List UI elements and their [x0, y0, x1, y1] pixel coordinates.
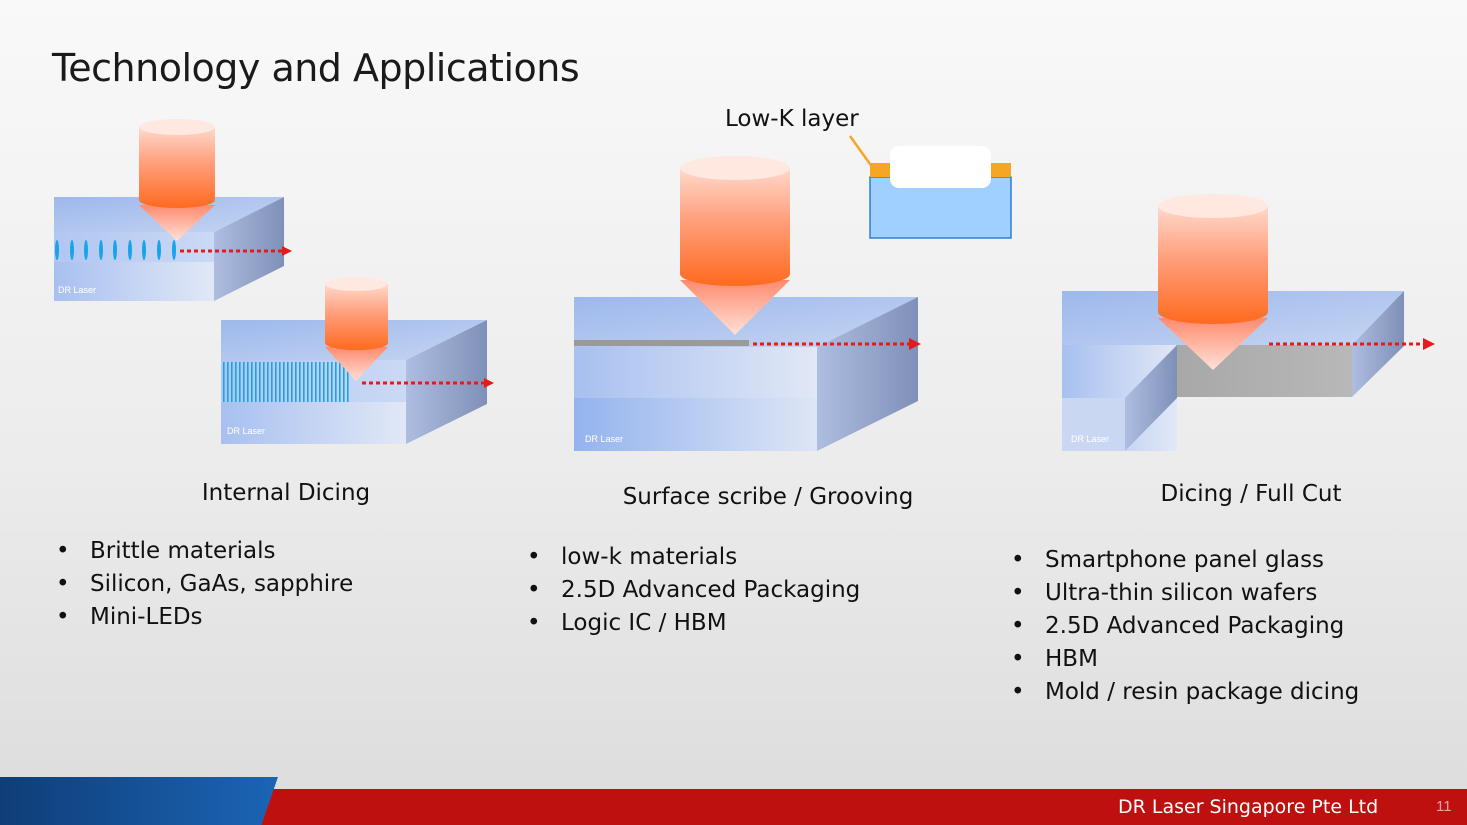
- laser-cylinder: [680, 168, 790, 286]
- lowk-layer-right: [991, 163, 1011, 177]
- laser-cylinder-top: [680, 156, 790, 180]
- laser-head-1: [139, 119, 215, 241]
- caption-surface-scribe: Surface scribe / Grooving: [622, 484, 914, 510]
- block-front-lower: [1062, 398, 1125, 451]
- surface-scribe-block: DR Laser: [574, 297, 921, 451]
- watermark: DR Laser: [585, 434, 623, 444]
- laser-cylinder-top: [139, 119, 215, 135]
- slide-title: Technology and Applications: [52, 46, 580, 90]
- watermark: DR Laser: [1071, 434, 1109, 444]
- laser-head-4: [1158, 194, 1268, 370]
- laser-cone: [1158, 318, 1268, 370]
- caption-full-cut: Dicing / Full Cut: [1160, 481, 1342, 507]
- list-item: Silicon, GaAs, sapphire: [54, 568, 353, 601]
- list-item: low-k materials: [525, 541, 860, 574]
- list-item: Ultra-thin silicon wafers: [1009, 577, 1359, 610]
- block-internal-layer: [221, 360, 406, 402]
- caption-internal-dicing: Internal Dicing: [201, 480, 371, 506]
- laser-cone: [139, 205, 215, 241]
- block-side-face: [214, 197, 284, 301]
- laser-cone: [325, 347, 388, 381]
- lowk-groove: [890, 146, 991, 188]
- watermark: DR Laser: [227, 426, 265, 436]
- list-item: Mini-LEDs: [54, 601, 353, 634]
- footer-company-name: DR Laser Singapore Pte Ltd: [1118, 796, 1379, 818]
- lowk-layer-label: Low-K layer: [725, 106, 859, 132]
- cut-side-wall: [1125, 345, 1177, 451]
- block-lower-layer: [574, 398, 817, 451]
- list-item: Brittle materials: [54, 535, 353, 568]
- laser-cylinder-top: [1158, 194, 1268, 218]
- bullet-list-full-cut: Smartphone panel glass Ultra-thin silico…: [1009, 544, 1359, 709]
- scan-direction-arrowhead: [1423, 338, 1435, 350]
- list-item: 2.5D Advanced Packaging: [1009, 610, 1359, 643]
- scan-direction-arrowhead: [909, 338, 921, 350]
- laser-cone: [680, 280, 790, 335]
- block-internal-layer: [54, 232, 214, 262]
- watermark: DR Laser: [58, 285, 96, 295]
- laser-cylinder-top: [325, 277, 387, 291]
- page-number: 11: [1436, 798, 1452, 815]
- bullet-list-internal-dicing: Brittle materials Silicon, GaAs, sapphir…: [54, 535, 353, 634]
- laser-head-3: [680, 156, 790, 335]
- bullet-list-surface-scribe: low-k materials 2.5D Advanced Packaging …: [525, 541, 860, 640]
- list-item: Mold / resin package dicing: [1009, 676, 1359, 709]
- list-item: Logic IC / HBM: [525, 607, 860, 640]
- list-item: 2.5D Advanced Packaging: [525, 574, 860, 607]
- modified-layer-marks: [223, 362, 349, 402]
- list-item: Smartphone panel glass: [1009, 544, 1359, 577]
- lowk-layer-inset: Low-K layer: [725, 106, 1012, 239]
- groove-line: [574, 340, 749, 346]
- laser-cylinder: [325, 284, 388, 351]
- scan-direction-arrowhead: [282, 246, 292, 256]
- laser-cylinder: [1158, 206, 1268, 324]
- list-item: HBM: [1009, 643, 1359, 676]
- laser-cylinder: [139, 127, 215, 208]
- lowk-layer-left: [870, 163, 890, 177]
- footer-accent: [0, 777, 278, 825]
- scan-direction-arrowhead: [484, 378, 494, 388]
- block-side-face: [817, 297, 918, 451]
- laser-head-2: [325, 277, 388, 381]
- modified-layer-marks: [55, 240, 176, 260]
- diagram-canvas: DR Laser DR L: [54, 106, 1435, 451]
